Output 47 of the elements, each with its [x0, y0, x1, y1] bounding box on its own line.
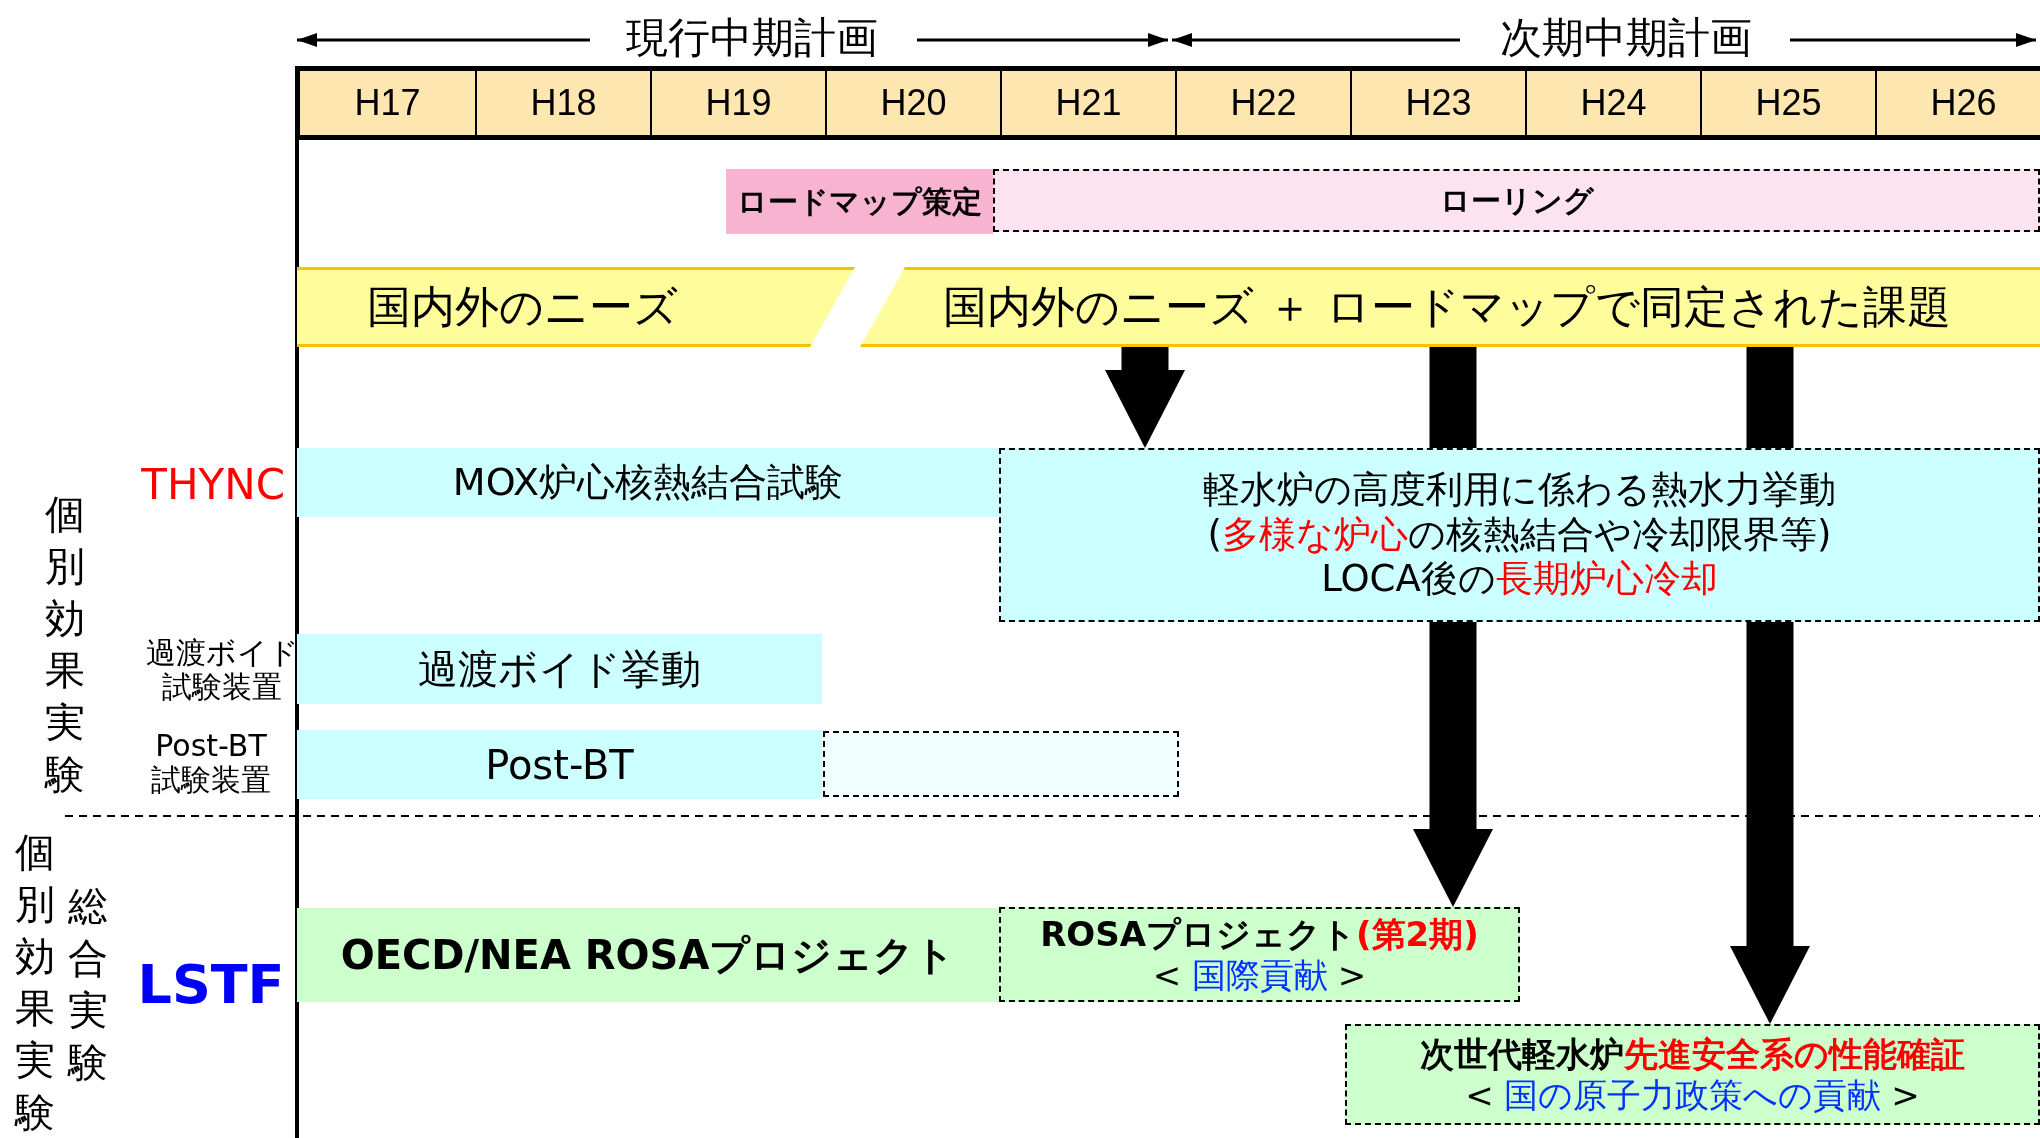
bar-label: ロードマップ策定 — [737, 183, 982, 220]
needs-band — [297, 267, 855, 347]
bar-label: 国内外のニーズ — [367, 280, 678, 334]
year-cell: H24 — [1525, 71, 1700, 135]
task-bar — [297, 908, 999, 1002]
task-bar — [297, 448, 999, 517]
year-cell: H18 — [475, 71, 650, 135]
needs-band — [860, 267, 2040, 347]
bar-label: Post-BT — [485, 740, 634, 789]
facility-label: THYNC — [141, 460, 285, 510]
facility-label: LSTF — [137, 953, 285, 1017]
bar-label: (多様な炉心の核熱結合や冷却限界等) — [1207, 512, 1832, 558]
bar-label: LOCA後の長期炉心冷却 — [1321, 557, 1718, 602]
block-arrow — [1105, 347, 1185, 448]
year-cell: H19 — [650, 71, 825, 135]
bar-label: ROSAプロジェクト(第2期) — [1040, 913, 1479, 955]
year-cell: H22 — [1175, 71, 1350, 135]
year-cell: H20 — [825, 71, 1000, 135]
category-label: 個別効果実験 — [45, 490, 85, 799]
task-bar — [999, 907, 1520, 1002]
period-bar — [993, 169, 2040, 232]
bar-label: MOX炉心核熱結合試験 — [452, 459, 844, 506]
year-cell: H26 — [1875, 71, 2040, 135]
year-cell: H23 — [1350, 71, 1525, 135]
bar-label: < 国際貢献 > — [1152, 954, 1367, 996]
milestone-bar — [726, 169, 993, 234]
year-cell: H21 — [1000, 71, 1175, 135]
bar-label: 過渡ボイド挙動 — [418, 645, 701, 693]
bar-label: 次世代軽水炉先進安全系の性能確証 — [1420, 1033, 1965, 1075]
task-bar — [1345, 1024, 2040, 1125]
category-label: 個別効果実験 — [15, 828, 55, 1137]
bar-label: OECD/NEA ROSAプロジェクト — [340, 931, 956, 979]
bar-label: ローリング — [1439, 182, 1594, 219]
category-label: 総合実験 — [68, 882, 108, 1087]
year-cell: H25 — [1700, 71, 1875, 135]
task-bar — [823, 731, 1179, 797]
year-cell-text: H17 — [353, 81, 422, 125]
bar-label: 国内外のニーズ ＋ ロードマップで同定された課題 — [943, 280, 1951, 334]
facility-label: 過渡ボイド試験装置 — [144, 635, 300, 705]
task-bar — [999, 448, 2040, 622]
task-bar — [297, 634, 822, 704]
block-arrow — [1730, 622, 1810, 1024]
facility-label: Post-BT試験装置 — [150, 728, 272, 798]
task-bar — [297, 730, 822, 799]
bar-label: < 国の原子力政策への貢献 > — [1465, 1074, 1920, 1116]
block-arrow — [1413, 622, 1493, 907]
bar-label: 軽水炉の高度利用に係わる熱水力挙動 — [1203, 468, 1836, 513]
